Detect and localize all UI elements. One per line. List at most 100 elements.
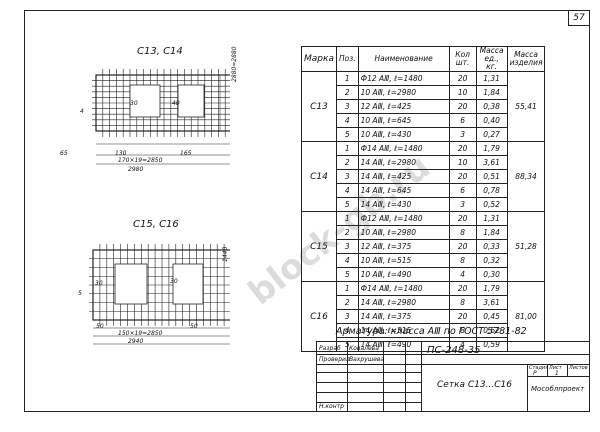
item-mass-cell: 51,28 (506, 211, 546, 282)
unit-mass-cell: 0,38 (475, 99, 508, 114)
header-item-mass: Масса изделия (506, 46, 546, 72)
unit-mass-cell: 1,31 (475, 71, 508, 86)
name-cell: 10 АⅢ, ℓ=490 (357, 267, 450, 282)
d2-right-full: 1440 (222, 246, 229, 262)
unit-mass-cell: 0,27 (475, 127, 508, 142)
name-cell: 12 АⅢ, ℓ=375 (357, 239, 450, 254)
unit-mass-cell: 1,84 (475, 225, 508, 240)
role-checker: Проверил (319, 356, 350, 363)
item-mass-cell: 55,41 (506, 71, 546, 142)
unit-mass-cell: 0,32 (475, 253, 508, 268)
mark-cell: С13 (301, 71, 337, 142)
unit-mass-cell: 0,40 (475, 113, 508, 128)
pos-cell: 5 (336, 127, 359, 142)
pos-cell: 1 (336, 141, 359, 156)
pos-cell: 4 (336, 113, 359, 128)
qty-cell: 10 (448, 85, 477, 100)
name-checker: Вахрушева (349, 356, 385, 363)
qty-cell: 8 (448, 253, 477, 268)
d1-span: 170×19=2850 (118, 157, 163, 164)
title-block: Разраб Ковалёва Проверил Вахрушева Н.кон… (316, 341, 589, 411)
d1-overall: 2980 (128, 166, 144, 173)
qty-cell: 4 (448, 267, 477, 282)
pos-cell: 5 (336, 267, 359, 282)
name-cell: 12 АⅢ, ℓ=425 (357, 99, 450, 114)
mark-cell: С15 (301, 211, 337, 282)
mesh-drawing-c13-c14 (92, 69, 230, 165)
d2-overall: 2940 (128, 338, 144, 345)
sheet-value: 1 (555, 370, 559, 377)
name-cell: Ф12 АⅢ, ℓ=1480 (357, 71, 450, 86)
unit-mass-cell: 0,30 (475, 267, 508, 282)
unit-mass-cell: 0,45 (475, 309, 508, 324)
name-cell: 10 АⅢ, ℓ=645 (357, 113, 450, 128)
qty-cell: 3 (448, 127, 477, 142)
qty-cell: 10 (448, 155, 477, 170)
drawing-code: ПС-248-35 (427, 345, 481, 356)
unit-mass-cell: 0,59 (475, 337, 508, 352)
d2-inner-a: 30 (170, 278, 178, 285)
qty-cell: 3 (448, 197, 477, 212)
d2-bottom-a: 50 (96, 323, 104, 330)
reinforcement-note: Арматура: класса АⅢ по ГОСТ 5781-82 (336, 326, 527, 337)
header-qty: Кол шт. (448, 46, 477, 72)
qty-cell: 8 (448, 295, 477, 310)
name-cell: 10 АⅢ, ℓ=430 (357, 127, 450, 142)
d1-bottom-a: 65 (60, 150, 68, 157)
qty-cell: 8 (448, 225, 477, 240)
name-developer: Ковалёва (349, 345, 379, 352)
name-cell: Ф14 АⅢ, ℓ=1480 (357, 281, 450, 296)
qty-cell: 20 (448, 169, 477, 184)
d1-bottom-c: 165 (180, 150, 192, 157)
unit-mass-cell: 0,51 (475, 169, 508, 184)
mark-cell: С14 (301, 141, 337, 212)
sheet-number: 57 (568, 11, 589, 26)
unit-mass-cell: 0,52 (475, 197, 508, 212)
qty-cell: 6 (448, 183, 477, 198)
header-unit-mass: Масса ед., кг. (475, 46, 508, 72)
name-cell: 14 АⅢ, ℓ=490 (357, 337, 450, 352)
sheets-label: Листов (569, 365, 588, 371)
item-mass-cell: 88,34 (506, 141, 546, 212)
name-cell: 10 АⅢ, ℓ=2980 (357, 85, 450, 100)
unit-mass-cell: 3,61 (475, 155, 508, 170)
unit-mass-cell: 0,62 (475, 323, 508, 338)
name-cell: 10 АⅢ, ℓ=515 (357, 253, 450, 268)
drawing-2-title: С15, С16 (133, 219, 179, 230)
d2-bottom-b: 50 (190, 323, 198, 330)
mark-cell: С16 (301, 281, 337, 352)
d1-inner-a: 30 (130, 100, 138, 107)
pos-cell: 2 (336, 155, 359, 170)
organization-name: Мособлпроект (531, 385, 585, 393)
stage-label: Стадия (529, 365, 549, 371)
d1-inner-b: 40 (172, 100, 180, 107)
qty-cell: 20 (448, 141, 477, 156)
name-cell: 14 АⅢ, ℓ=2980 (357, 295, 450, 310)
drawing-name: Сетка С13...С16 (437, 380, 512, 390)
d1-right-full: 2880=2880 (231, 46, 238, 82)
qty-cell: 20 (448, 239, 477, 254)
qty-cell: 20 (448, 99, 477, 114)
qty-cell: 20 (448, 309, 477, 324)
qty-cell: 20 (448, 281, 477, 296)
unit-mass-cell: 1,31 (475, 211, 508, 226)
drawing-1-title: С13, С14 (137, 46, 183, 57)
pos-cell: 2 (336, 85, 359, 100)
stage-value: Р (533, 370, 537, 377)
header-name: Наименование (357, 46, 450, 72)
d2-side-label: 5 (78, 290, 82, 297)
unit-mass-cell: 0,78 (475, 183, 508, 198)
